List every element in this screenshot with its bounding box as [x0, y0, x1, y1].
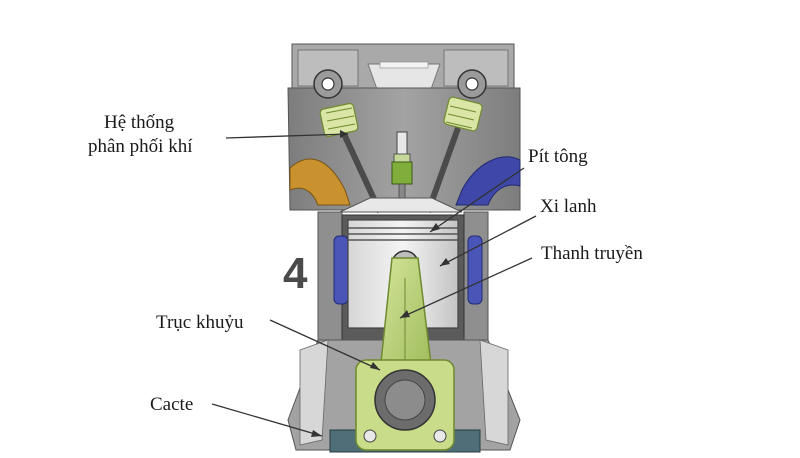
label-crankshaft: Trục khuỷu: [156, 312, 244, 333]
spark-plug: [391, 131, 413, 201]
leader-lines: [211, 130, 537, 437]
rocker-arm-left: [313, 69, 343, 99]
label-crankcase: Cacte: [150, 394, 194, 415]
label-connecting-rod: Thanh truyền: [541, 243, 643, 264]
rocker-arm-right: [457, 69, 487, 99]
stroke-number: 4: [283, 249, 308, 298]
leader-valvetrain: [225, 133, 349, 139]
label-valvetrain-line1: Hệ thống: [104, 112, 175, 133]
exhaust-port: [455, 156, 521, 206]
leader-valvetrain-arrow: [340, 130, 348, 138]
leader-crankshaft-arrow: [370, 362, 380, 370]
leader-crankcase-arrow: [311, 430, 322, 437]
leader-piston: [429, 167, 525, 233]
leader-crankcase: [211, 403, 323, 437]
intake-port: [289, 158, 351, 206]
leader-piston-arrow: [430, 223, 440, 232]
label-valvetrain-line2: phân phối khí: [88, 136, 193, 157]
valve-spring-right: [443, 96, 483, 132]
leader-cylinder: [439, 215, 537, 267]
label-piston: Pít tông: [528, 146, 588, 167]
crankshaft: [355, 359, 455, 451]
label-cylinder: Xi lanh: [540, 196, 597, 217]
leader-crankshaft: [269, 319, 381, 371]
leader-connecting-rod: [399, 257, 533, 319]
leader-cylinder-arrow: [440, 258, 450, 266]
leader-connecting-rod-arrow: [400, 310, 410, 318]
combustion-chamber: [339, 197, 463, 213]
